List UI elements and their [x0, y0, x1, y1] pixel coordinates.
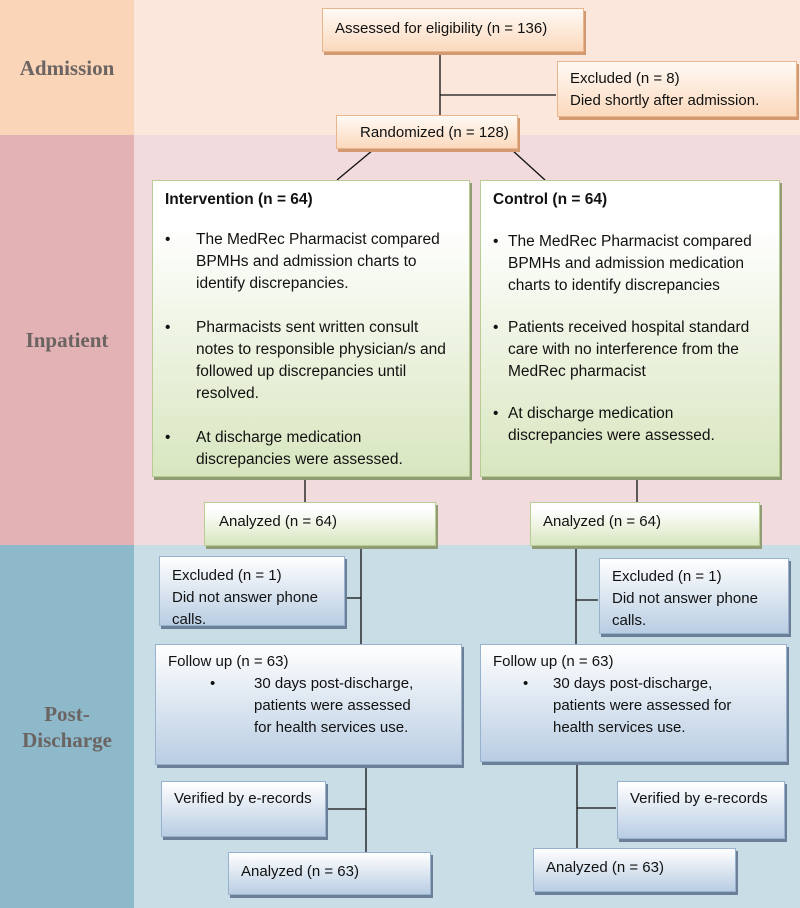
- control-bullet: •The MedRec Pharmacist compared BPMHs an…: [493, 233, 752, 294]
- intervention-title: Intervention (n = 64): [165, 191, 313, 208]
- bullet-glyph: •: [493, 319, 499, 336]
- intervention-bullets: •The MedRec Pharmacist compared BPMHs an…: [165, 229, 457, 471]
- phase-label-post-discharge: Post-Discharge: [0, 545, 134, 908]
- intervention-excluded-reason: Did not answer phone calls.: [172, 589, 318, 626]
- intervention-followup-box: Follow up (n = 63) • 30 days post-discha…: [155, 644, 462, 765]
- control-box: Control (n = 64) •The MedRec Pharmacist …: [480, 180, 780, 477]
- post-discharge-line1: Post-: [44, 701, 90, 726]
- admission-excluded-title: Excluded (n = 8): [570, 70, 680, 87]
- bullet-glyph: •: [165, 231, 171, 248]
- control-verified-box: Verified by e-records: [617, 781, 785, 839]
- line-randomized-to-control: [511, 149, 546, 181]
- bullet-glyph: •: [493, 405, 499, 422]
- bullet-glyph: •: [523, 675, 529, 692]
- control-title: Control (n = 64): [493, 191, 608, 208]
- bullet-glyph: •: [210, 675, 216, 692]
- control-excluded-reason: Did not answer phone calls.: [612, 590, 758, 629]
- bullet-glyph: •: [165, 319, 171, 336]
- phase-label-inpatient: Inpatient: [0, 135, 134, 545]
- control-followup-title: Follow up (n = 63): [493, 653, 614, 670]
- intervention-bullet: •At discharge medication discrepancies w…: [165, 429, 403, 468]
- intervention-final-analyzed-box: Analyzed (n = 63): [228, 852, 431, 895]
- bullet-glyph: •: [165, 429, 171, 446]
- intervention-box: Intervention (n = 64) •The MedRec Pharma…: [152, 180, 470, 477]
- control-bullet: •At discharge medication discrepancies w…: [493, 405, 715, 444]
- admission-excluded-box: Excluded (n = 8) Died shortly after admi…: [557, 61, 797, 117]
- post-discharge-line2: Discharge: [22, 727, 112, 752]
- intervention-excluded-box: Excluded (n = 1) Did not answer phone ca…: [159, 556, 345, 626]
- assessed-box: Assessed for eligibility (n = 136): [322, 8, 584, 52]
- control-final-analyzed-box: Analyzed (n = 63): [533, 848, 736, 892]
- randomized-box: Randomized (n = 128): [336, 115, 518, 149]
- control-excluded-title: Excluded (n = 1): [612, 568, 722, 585]
- intervention-excluded-title: Excluded (n = 1): [172, 567, 282, 584]
- intervention-followup-title: Follow up (n = 63): [168, 653, 289, 670]
- control-followup-bullet: • 30 days post-discharge, patients were …: [523, 675, 732, 736]
- control-analyzed-box: Analyzed (n = 64): [530, 502, 760, 546]
- intervention-bullet: •Pharmacists sent written consult notes …: [165, 319, 446, 402]
- control-followup-box: Follow up (n = 63) • 30 days post-discha…: [480, 644, 787, 762]
- admission-excluded-reason: Died shortly after admission.: [570, 92, 760, 109]
- intervention-followup-bullet: • 30 days post-discharge, patients were …: [210, 675, 414, 736]
- intervention-bullet: •The MedRec Pharmacist compared BPMHs an…: [165, 231, 440, 292]
- control-excluded-box: Excluded (n = 1) Did not answer phone ca…: [599, 558, 789, 634]
- bullet-glyph: •: [493, 233, 499, 250]
- intervention-verified-box: Verified by e-records: [161, 781, 326, 837]
- line-randomized-to-intervention: [336, 149, 374, 181]
- control-bullet: •Patients received hospital standard car…: [493, 319, 750, 380]
- intervention-analyzed-box: Analyzed (n = 64): [204, 502, 436, 546]
- phase-label-admission: Admission: [0, 0, 134, 135]
- control-bullets: •The MedRec Pharmacist compared BPMHs an…: [493, 231, 767, 447]
